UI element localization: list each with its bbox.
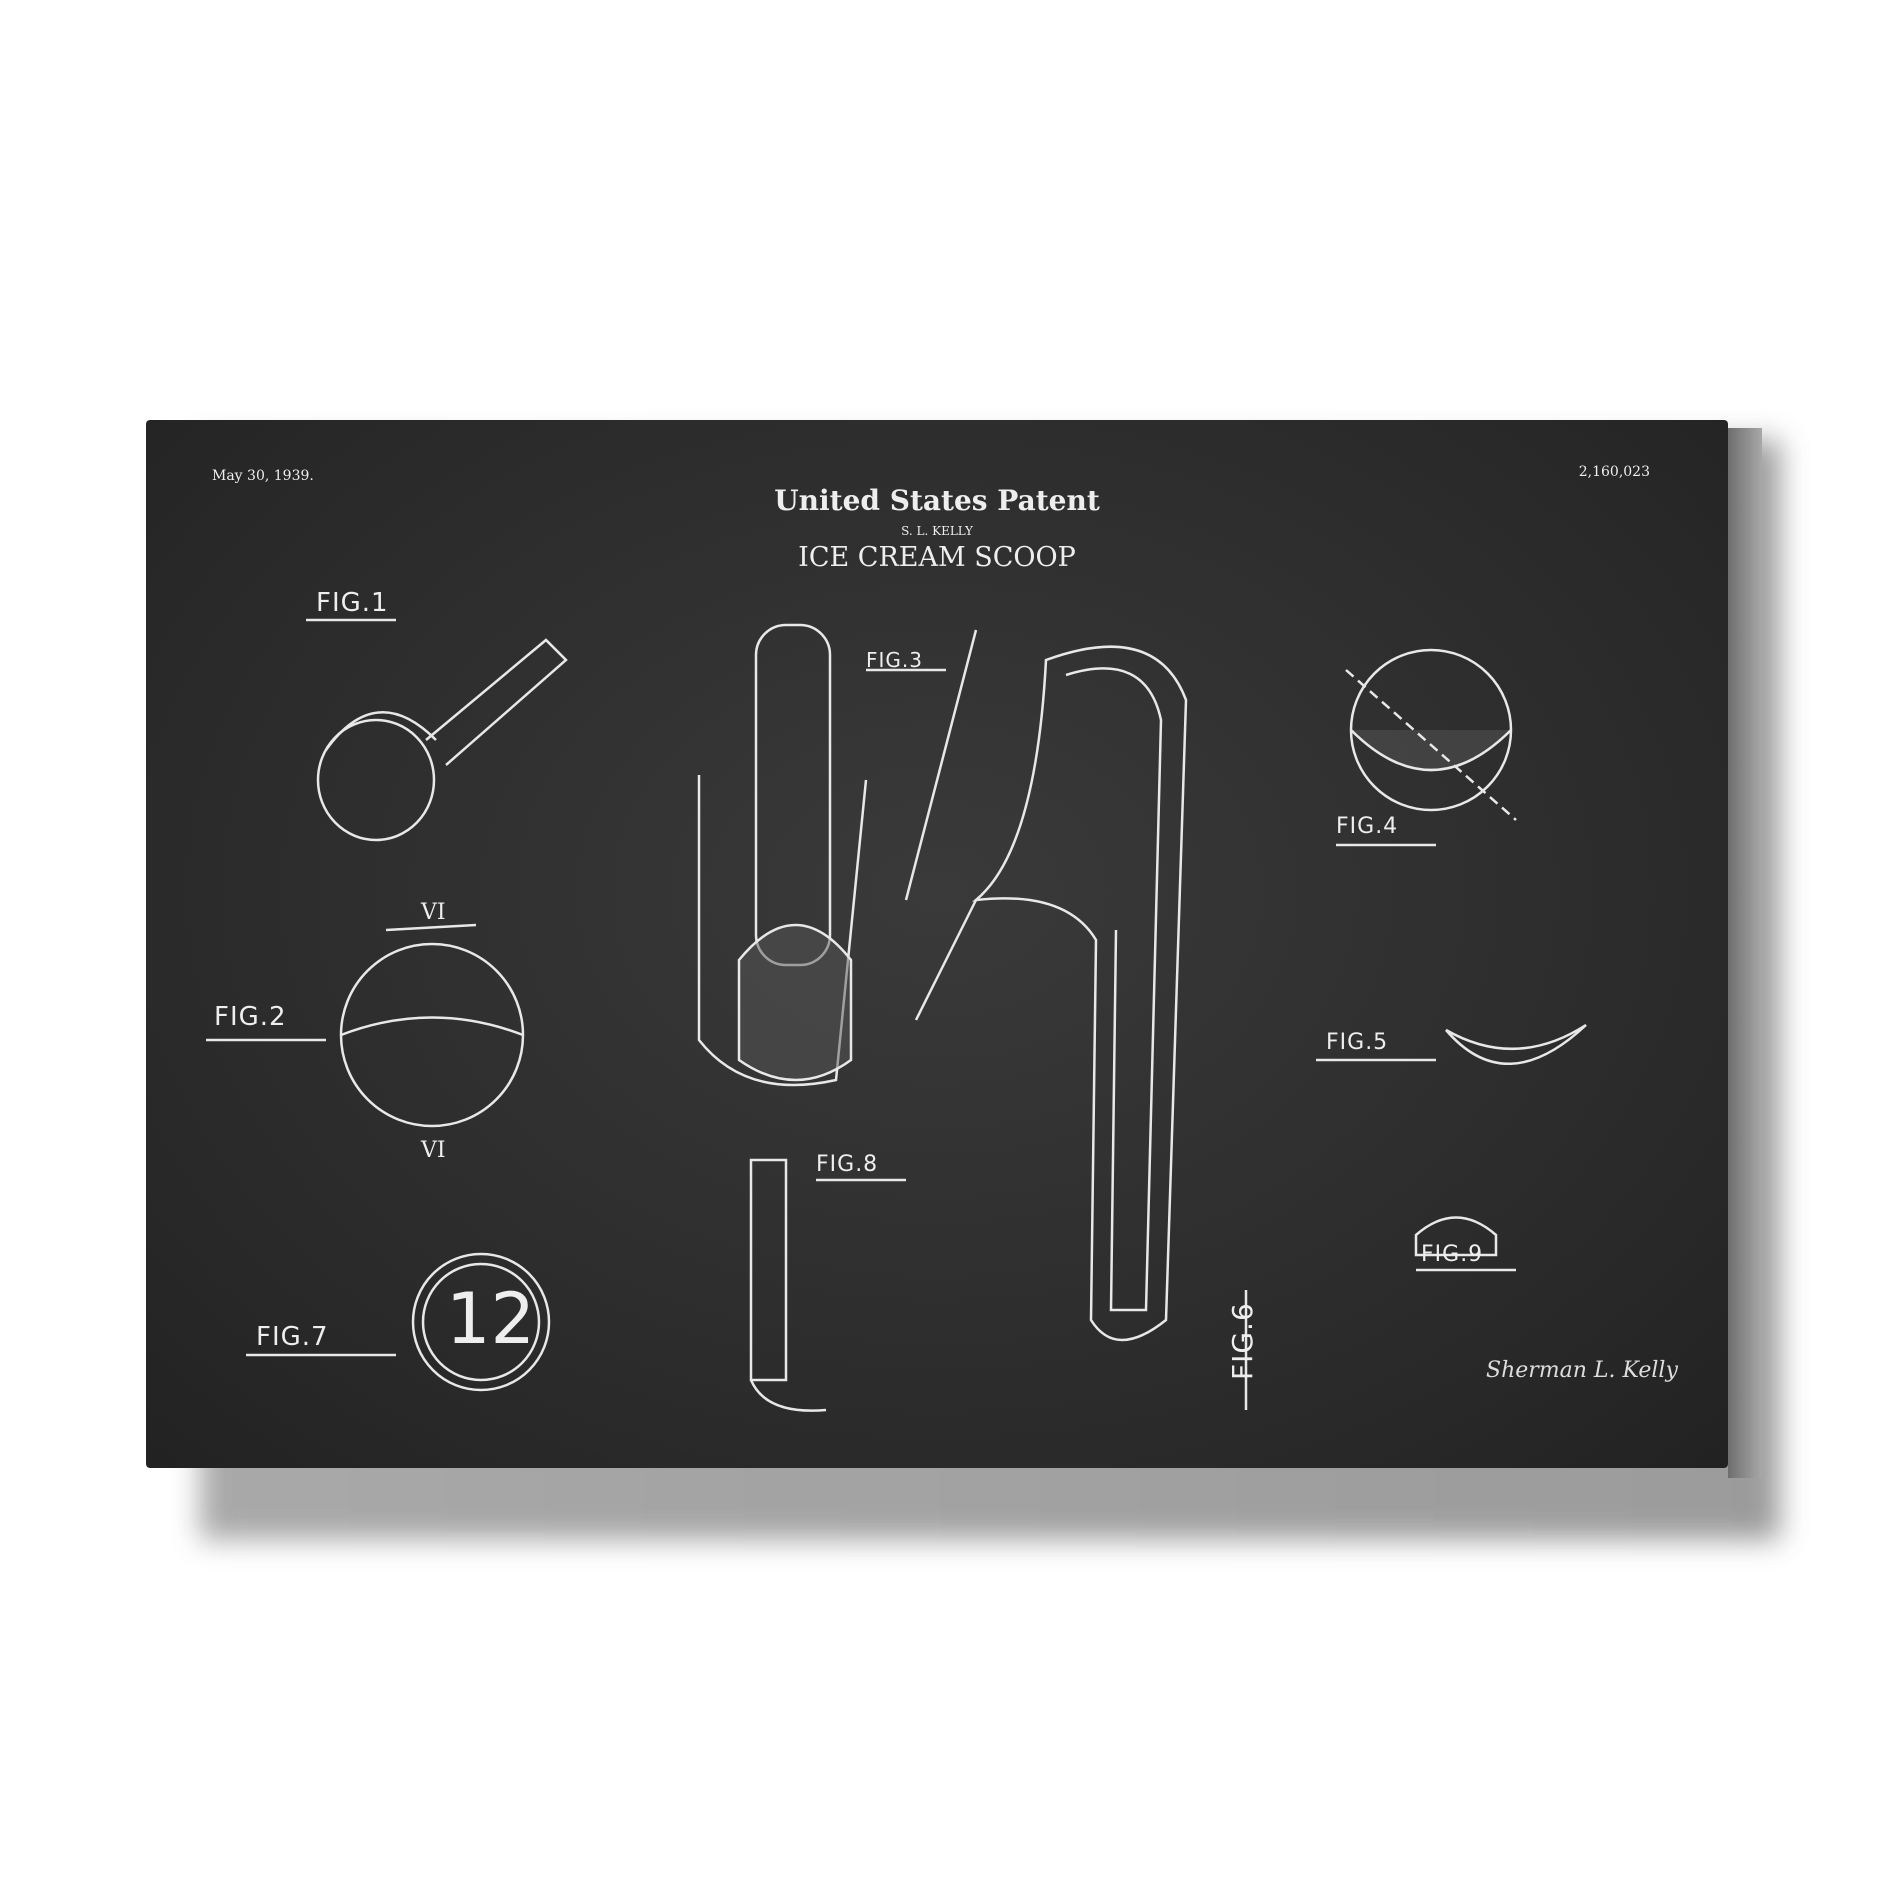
canvas-edge xyxy=(1728,428,1762,1478)
patent-drawings xyxy=(146,420,1728,1468)
fig1-drawing xyxy=(306,620,566,840)
patent-date: May 30, 1939. xyxy=(212,468,314,484)
fig6-label: FIG.6 xyxy=(1226,1302,1259,1380)
inventor-name: S. L. KELLY xyxy=(146,524,1728,538)
fig9-label: FIG.9 xyxy=(1421,1242,1483,1267)
patent-subject: ICE CREAM SCOOP xyxy=(146,542,1728,573)
fig5-label: FIG.5 xyxy=(1326,1030,1388,1055)
fig3-drawing xyxy=(699,625,946,1085)
fig8-drawing xyxy=(751,1160,906,1411)
fig4-label: FIG.4 xyxy=(1336,814,1398,839)
section-mark-bottom: VI xyxy=(421,1138,446,1163)
fig7-label: FIG.7 xyxy=(256,1322,329,1352)
fig6-drawing xyxy=(906,630,1246,1410)
fig1-label: FIG.1 xyxy=(316,588,389,618)
patent-canvas: May 30, 1939. 2,160,023 United States Pa… xyxy=(146,420,1728,1468)
patent-number: 2,160,023 xyxy=(1579,464,1650,480)
fig7-numeral: 12 xyxy=(446,1278,535,1360)
patent-title: United States Patent xyxy=(146,484,1728,517)
fig8-label: FIG.8 xyxy=(816,1152,878,1177)
signature: Sherman L. Kelly xyxy=(1486,1358,1678,1383)
fig3-label: FIG.3 xyxy=(866,648,923,672)
fig2-label: FIG.2 xyxy=(214,1002,287,1032)
section-mark-top: VI xyxy=(421,900,446,925)
